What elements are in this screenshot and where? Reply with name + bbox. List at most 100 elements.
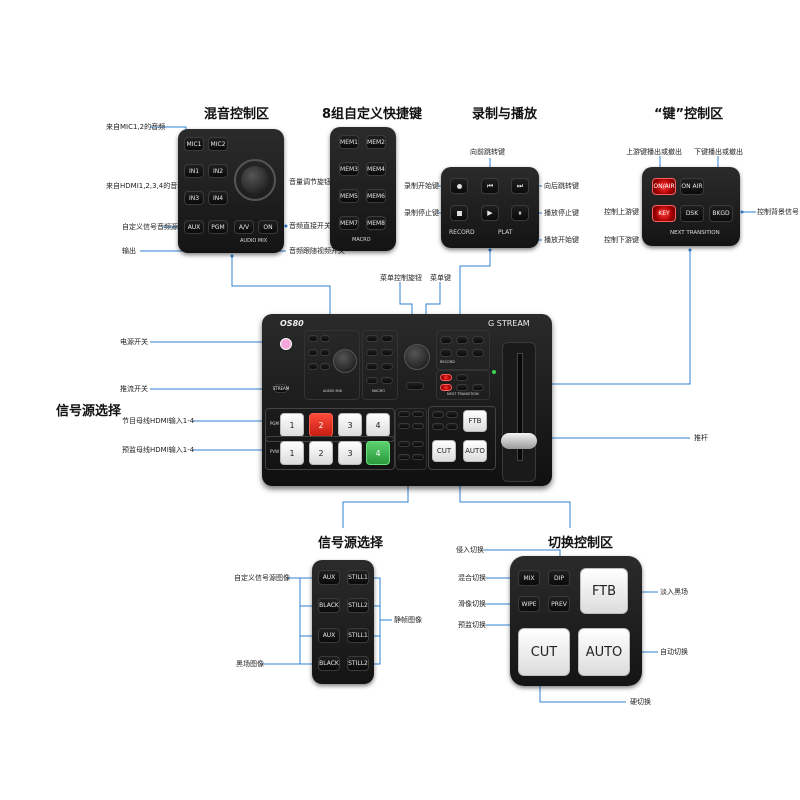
next-key[interactable]: ⏭ bbox=[511, 178, 529, 194]
auto-key[interactable]: AUTO bbox=[578, 628, 630, 676]
device-in2[interactable] bbox=[320, 349, 330, 356]
source-black-2[interactable]: BLACK bbox=[318, 656, 340, 671]
device-mix[interactable] bbox=[432, 411, 444, 418]
device-dip[interactable] bbox=[446, 411, 458, 418]
source-still2-2[interactable]: STILL2 bbox=[347, 656, 369, 671]
ftb-key[interactable]: FTB bbox=[580, 568, 628, 614]
device-mic2[interactable] bbox=[320, 335, 330, 342]
device-rec-start[interactable] bbox=[440, 336, 452, 344]
menu-key[interactable] bbox=[406, 382, 424, 390]
device-prev[interactable] bbox=[456, 336, 468, 344]
device-mem1[interactable] bbox=[366, 335, 378, 342]
pgm-key-1[interactable]: 1 bbox=[280, 413, 304, 437]
in3-key[interactable]: IN3 bbox=[184, 191, 204, 205]
pause-key[interactable]: ⏸ bbox=[511, 205, 529, 221]
device-mem2[interactable] bbox=[381, 335, 393, 342]
cut-key[interactable]: CUT bbox=[518, 628, 570, 676]
device-mem6[interactable] bbox=[381, 363, 393, 370]
device-bkgd[interactable] bbox=[472, 384, 484, 391]
device-in3[interactable] bbox=[308, 363, 318, 370]
downstream-onair-key[interactable]: ON AIR bbox=[680, 178, 704, 195]
pvw-key-3[interactable]: 3 bbox=[338, 441, 362, 465]
device-in4[interactable] bbox=[320, 363, 330, 370]
device-play[interactable] bbox=[456, 349, 468, 357]
stream-button[interactable]: STREAM bbox=[272, 384, 290, 393]
key-key[interactable]: KEY bbox=[652, 205, 676, 222]
mic2-key[interactable]: MIC2 bbox=[208, 137, 228, 151]
source-still2-1[interactable]: STILL2 bbox=[347, 598, 369, 613]
device-cut[interactable]: CUT bbox=[432, 440, 456, 462]
device-mem4[interactable] bbox=[381, 349, 393, 356]
mem4-key[interactable]: MEM4 bbox=[366, 162, 386, 176]
device-rec-stop[interactable] bbox=[440, 349, 452, 357]
pgm-audio-key[interactable]: PGM bbox=[208, 220, 228, 234]
pgm-key-4[interactable]: 4 bbox=[366, 413, 390, 437]
prev-key[interactable]: ⏮ bbox=[481, 178, 499, 194]
device-dsk[interactable] bbox=[456, 384, 468, 391]
device-volume-knob[interactable] bbox=[333, 349, 357, 373]
device-onair-down[interactable] bbox=[456, 374, 468, 381]
pgm-key-2[interactable]: 2 bbox=[309, 413, 333, 437]
pvw-key-2[interactable]: 2 bbox=[309, 441, 333, 465]
device-ftb[interactable]: FTB bbox=[463, 410, 487, 432]
device-mic1[interactable] bbox=[308, 335, 318, 342]
mem7-key[interactable]: MEM7 bbox=[339, 216, 359, 230]
av-key[interactable]: A/V bbox=[234, 220, 254, 234]
bkgd-key[interactable]: BKGD bbox=[709, 205, 733, 222]
power-button[interactable] bbox=[280, 338, 292, 350]
source-black-1[interactable]: BLACK bbox=[318, 598, 340, 613]
on-audio-key[interactable]: ON bbox=[258, 220, 278, 234]
pgm-key-3[interactable]: 3 bbox=[338, 413, 362, 437]
dip-key[interactable]: DIP bbox=[548, 570, 570, 586]
device-next[interactable] bbox=[472, 336, 484, 344]
source-aux-2[interactable]: AUX bbox=[318, 628, 340, 643]
device-still2-2[interactable] bbox=[412, 454, 424, 460]
in2-key[interactable]: IN2 bbox=[208, 164, 228, 178]
dsk-key[interactable]: DSK bbox=[680, 205, 704, 222]
device-wipe[interactable] bbox=[432, 423, 444, 430]
device-mem5[interactable] bbox=[366, 363, 378, 370]
mic1-key[interactable]: MIC1 bbox=[184, 137, 204, 151]
source-aux-1[interactable]: AUX bbox=[318, 570, 340, 585]
device-onair-up[interactable] bbox=[440, 374, 452, 381]
mem3-key[interactable]: MEM3 bbox=[339, 162, 359, 176]
mem1-key[interactable]: MEM1 bbox=[339, 135, 359, 149]
record-start-key[interactable] bbox=[450, 178, 468, 194]
label-pvw-bus: 预监母线HDMI输入1-4 bbox=[122, 446, 195, 454]
volume-knob[interactable] bbox=[241, 166, 269, 194]
device-mem7[interactable] bbox=[366, 377, 378, 384]
device-in1[interactable] bbox=[308, 349, 318, 356]
mem6-key[interactable]: MEM6 bbox=[366, 189, 386, 203]
mem5-key[interactable]: MEM5 bbox=[339, 189, 359, 203]
in1-key[interactable]: IN1 bbox=[184, 164, 204, 178]
device-still1-2[interactable] bbox=[412, 441, 424, 447]
device-pause[interactable] bbox=[472, 349, 484, 357]
tbar-handle[interactable] bbox=[501, 433, 537, 449]
device-aux-2[interactable] bbox=[398, 441, 410, 447]
menu-knob[interactable] bbox=[404, 344, 430, 370]
aux-audio-key[interactable]: AUX bbox=[184, 220, 204, 234]
upstream-onair-key[interactable]: ON/AIR bbox=[652, 178, 676, 195]
wipe-key[interactable]: WIPE bbox=[518, 596, 540, 612]
prev-trans-key[interactable]: PREV bbox=[548, 596, 570, 612]
in4-key[interactable]: IN4 bbox=[208, 191, 228, 205]
device-black-1[interactable] bbox=[398, 423, 410, 429]
source-still1-2[interactable]: STILL1 bbox=[347, 628, 369, 643]
device-key[interactable] bbox=[440, 384, 452, 391]
device-prev-trans[interactable] bbox=[446, 423, 458, 430]
device-still1-1[interactable] bbox=[412, 411, 424, 417]
record-stop-key[interactable] bbox=[450, 205, 468, 221]
mem8-key[interactable]: MEM8 bbox=[366, 216, 386, 230]
device-mem3[interactable] bbox=[366, 349, 378, 356]
play-key[interactable]: ▶ bbox=[481, 205, 499, 221]
mix-key[interactable]: MIX bbox=[518, 570, 540, 586]
device-mem8[interactable] bbox=[381, 377, 393, 384]
pvw-key-1[interactable]: 1 bbox=[280, 441, 304, 465]
mem2-key[interactable]: MEM2 bbox=[366, 135, 386, 149]
device-aux-1[interactable] bbox=[398, 411, 410, 417]
device-still2-1[interactable] bbox=[412, 423, 424, 429]
pvw-key-4[interactable]: 4 bbox=[366, 441, 390, 465]
source-still1-1[interactable]: STILL1 bbox=[347, 570, 369, 585]
device-auto[interactable]: AUTO bbox=[463, 440, 487, 462]
device-black-2[interactable] bbox=[398, 454, 410, 460]
